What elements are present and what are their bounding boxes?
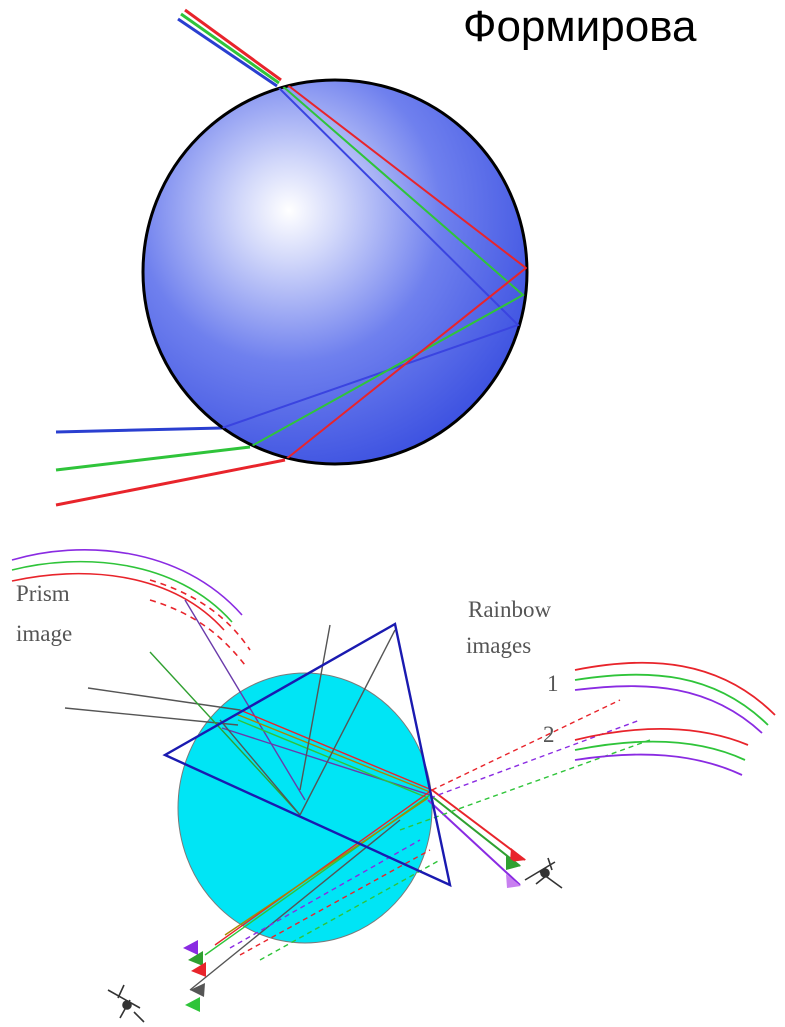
prism-triangle — [162, 622, 452, 888]
incoming-ray-blue — [55, 426, 223, 434]
outgoing-ray-red — [184, 8, 282, 82]
prism-image-arcs — [11, 549, 251, 666]
observer-eye-icon-2 — [107, 984, 145, 1023]
rainbow-image-arcs — [574, 661, 776, 776]
internal-rays — [221, 80, 527, 461]
observer-eye-icon — [524, 857, 563, 889]
droplet-rays — [64, 599, 651, 991]
rainbow-number-2: 2 — [543, 722, 555, 747]
rainbow-number-1: 1 — [547, 671, 559, 696]
rainbow-diagram: Prism image — [11, 549, 776, 1023]
outgoing-ray-green — [180, 12, 280, 85]
incoming-ray-green — [55, 445, 251, 472]
prism-label-line1: Prism — [16, 581, 70, 606]
raindrop-diagram — [55, 8, 529, 507]
rainbow-label-line1: Rainbow — [468, 597, 551, 622]
slide-title: Формирова — [463, 2, 697, 51]
ray-arrowheads — [183, 848, 526, 1012]
raindrop-sphere — [141, 78, 529, 466]
prism-label-line2: image — [16, 621, 72, 646]
incoming-ray-red — [55, 458, 286, 507]
outgoing-ray-blue — [177, 17, 278, 88]
water-droplet — [177, 672, 433, 944]
rainbow-label-line2: images — [466, 633, 531, 658]
